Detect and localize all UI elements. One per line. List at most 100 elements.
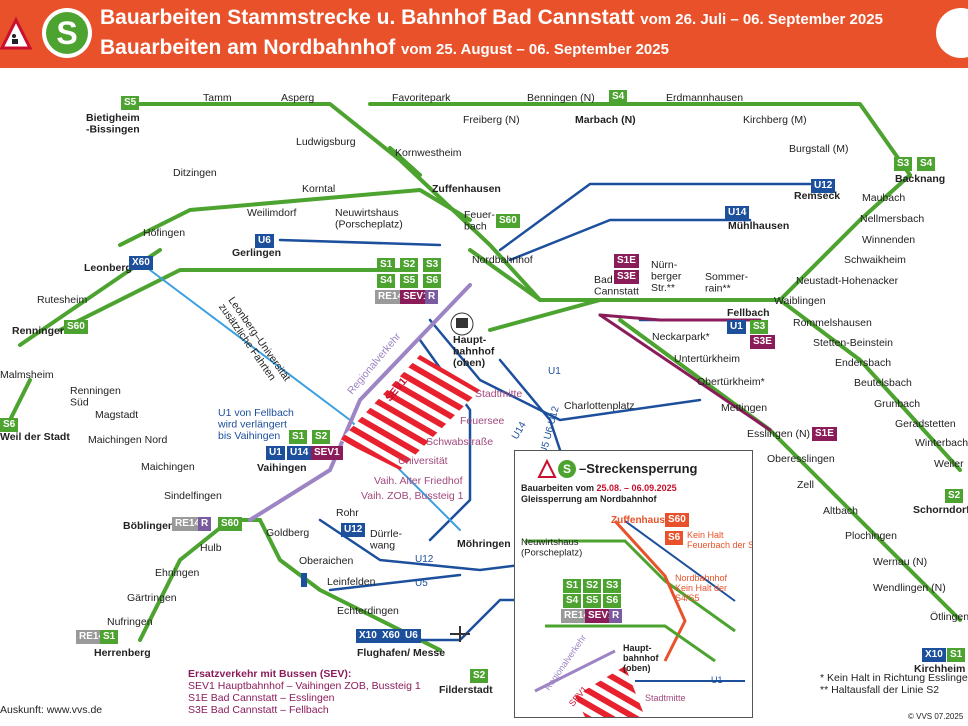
inset-sbahn-logo — [558, 460, 576, 478]
auskunft-link[interactable]: Auskunft: www.vvs.de — [0, 704, 103, 716]
badge-x10-kirchheim: X10 — [922, 648, 946, 662]
station-flughafen: Flughafen/ Messe — [357, 647, 445, 659]
badge-s2: S2 — [400, 258, 419, 272]
station-altbach: Altbach — [823, 505, 858, 517]
badge-x10: X10 — [356, 629, 380, 643]
label-u12: U12 — [415, 554, 434, 565]
station-zell: Zell — [797, 479, 814, 491]
footnotes: * Kein Halt in Richtung Esslingen ** Hal… — [820, 672, 968, 696]
inset-badge-re14: RE14 — [561, 609, 593, 623]
station-schorndorf: Schorndorf — [913, 504, 968, 516]
badge-s3-fellbach: S3 — [750, 320, 769, 334]
inset-neuwirtshaus: Neuwirtshaus(Porscheplatz) — [521, 537, 582, 558]
station-ludwigsburg: Ludwigsburg — [296, 136, 356, 148]
inset-regionalverkehr: Regionalverkehr — [542, 633, 588, 692]
station-favoritepark: Favoritepark — [392, 92, 451, 104]
station-obereslingen: Oberesslingen — [767, 453, 835, 465]
station-rommelshausen: Rommelshausen — [793, 317, 872, 329]
station-nufringen: Nufringen — [107, 616, 153, 628]
station-korntal: Korntal — [302, 183, 335, 195]
badge-u14: U14 — [725, 206, 750, 220]
station-zob: Vaih. ZOB, Bussteig 1 — [361, 490, 464, 502]
station-vaihingen: Vaihingen — [257, 462, 307, 474]
station-esslingen: Esslingen (N) — [747, 428, 810, 440]
station-grunbach: Grunbach — [874, 398, 920, 410]
inset-map: S –Streckensperrung Bauarbeiten vom 25.0… — [521, 458, 752, 717]
station-echterdingen: Echterdingen — [337, 605, 399, 617]
inset-closure-panel: S –Streckensperrung Bauarbeiten vom 25.0… — [514, 450, 753, 718]
station-backnang: Backnang — [895, 173, 945, 185]
station-neustadt: Neustadt-Hohenacker — [796, 275, 899, 287]
airport-icon — [450, 626, 470, 642]
station-renningen: Renningen — [12, 325, 66, 337]
station-erdmannhausen: Erdmannhausen — [666, 92, 743, 104]
station-duerrlewang: Dürrle-wang — [369, 528, 403, 552]
badge-s1-kirchheim: S1 — [947, 648, 966, 662]
inset-badge-s6g: S6 — [603, 594, 622, 608]
badge-r: R — [425, 290, 439, 304]
station-remseck: Remseck — [794, 190, 840, 202]
station-nellmersbach: Nellmersbach — [860, 213, 924, 225]
station-maichingen-nord: Maichingen Nord — [88, 434, 168, 446]
station-maubach: Maubach — [862, 192, 905, 204]
station-wernau: Wernau (N) — [873, 556, 927, 568]
inset-subtitle1: Bauarbeiten vom 25.08. – 06.09.2025 — [521, 483, 677, 493]
station-waiblingen: Waiblingen — [774, 295, 826, 307]
inset-stadtmitte: Stadtmitte — [645, 693, 686, 703]
station-universitaet: Universität — [398, 455, 448, 467]
inset-badge-s4: S4 — [563, 594, 582, 608]
station-rutesheim: Rutesheim — [37, 294, 87, 306]
label-u5: U5 — [415, 578, 428, 589]
inset-badge-s5: S5 — [583, 594, 602, 608]
station-hauptbahnhof: Haupt-bahnhof(oben) — [453, 334, 495, 369]
station-sindelfingen: Sindelfingen — [164, 490, 222, 502]
sev1-hatched-route — [340, 355, 480, 470]
station-burgstall: Burgstall (M) — [789, 143, 849, 155]
sev-title: Ersatzverkehr mit Bussen (SEV): — [188, 668, 352, 680]
inset-title: –Streckensperrung — [579, 461, 698, 476]
station-herrenberg: Herrenberg — [94, 647, 151, 659]
sbahn-logo: S — [42, 8, 92, 58]
station-freiberg: Freiberg (N) — [463, 114, 520, 126]
badge-s4: S4 — [609, 90, 628, 104]
badge-s3e-fellbach: S3E — [750, 335, 775, 349]
station-winnenden: Winnenden — [862, 234, 915, 246]
badge-s5b: S5 — [400, 274, 419, 288]
station-weilimdorf: Weilimdorf — [247, 207, 296, 219]
station-geradstetten: Geradstetten — [895, 418, 956, 430]
station-untertuerkheim: Untertürkheim — [674, 353, 740, 365]
badge-re14: RE14 — [375, 290, 407, 304]
header-line1-title: Bauarbeiten Stammstrecke u. Bahnhof Bad … — [100, 6, 635, 29]
badge-s60-boeblingen: S60 — [218, 517, 242, 531]
station-marbach: Marbach (N) — [575, 114, 636, 126]
badge-s1: S1 — [377, 258, 396, 272]
badge-u12-rohr: U12 — [341, 523, 366, 537]
station-tamm: Tamm — [203, 92, 232, 104]
badge-re14-boeblingen: RE14 — [172, 517, 204, 531]
badge-s4c: S4 — [377, 274, 396, 288]
badge-s3e: S3E — [614, 270, 639, 284]
station-charlottenplatz: Charlottenplatz — [564, 400, 635, 412]
station-ditzingen: Ditzingen — [173, 167, 217, 179]
station-nordbahnhof: Nordbahnhof — [472, 254, 533, 266]
badge-s4b: S4 — [917, 157, 936, 171]
station-endersbach: Endersbach — [835, 357, 891, 369]
station-leinfelden: Leinfelden — [327, 576, 376, 588]
label-u14: U14 — [510, 420, 529, 442]
inset-badge-s60: S60 — [665, 513, 689, 527]
header-bar — [0, 0, 968, 68]
station-weiler: Weiler — [934, 458, 964, 470]
station-stetten: Stetten-Beinstein — [813, 337, 893, 349]
inset-badge-s1: S1 — [563, 579, 582, 593]
station-bietigheim: Bietigheim-Bissingen — [86, 112, 140, 136]
badge-u12: U12 — [811, 179, 836, 193]
inset-subtitle2: Gleissperrung am Nordbahnhof — [521, 494, 658, 504]
inset-badge-s6: S6 — [665, 531, 684, 545]
station-ehningen: Ehningen — [155, 567, 200, 579]
badge-s6-weil: S6 — [0, 418, 19, 432]
inset-u1: U1 — [711, 675, 723, 685]
badge-s60-renningen: S60 — [64, 320, 88, 334]
